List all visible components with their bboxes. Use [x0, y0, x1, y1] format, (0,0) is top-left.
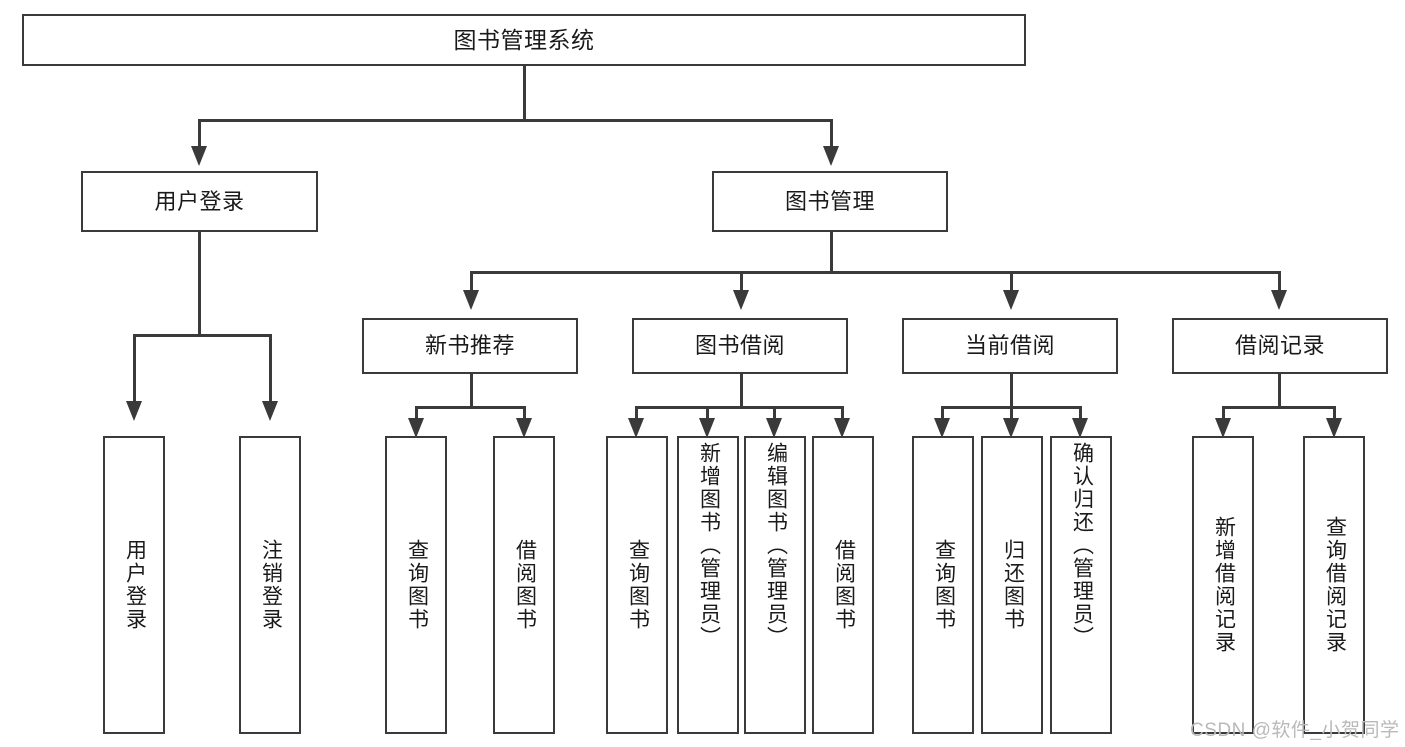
- arrow-to-leaf-query-book-2: [628, 418, 644, 438]
- node-label: 查询图书: [405, 539, 429, 631]
- connector-cb-drop-3: [1079, 406, 1082, 420]
- connector-bb-stem: [740, 374, 743, 408]
- arrow-to-leaf-query-book-1: [408, 418, 424, 438]
- arrow-to-leaf-query-book-3: [934, 418, 950, 438]
- connector-bb-drop-2: [706, 406, 709, 420]
- connector-bm-drop-4: [1278, 271, 1281, 291]
- node-label: 查询图书: [932, 539, 956, 631]
- connector-root-bus: [198, 119, 832, 122]
- leaf-logout[interactable]: 注销登录: [239, 436, 301, 734]
- connector-nbr-drop-2: [523, 406, 526, 420]
- node-current-borrow[interactable]: 当前借阅: [902, 318, 1118, 374]
- connector-br-drop-1: [1222, 406, 1225, 420]
- connector-cb-drop-1: [941, 406, 944, 420]
- leaf-query-book-3[interactable]: 查询图书: [912, 436, 974, 734]
- connector-bm-drop-3: [1010, 271, 1013, 291]
- arrow-to-current-borrow: [1003, 290, 1019, 310]
- arrow-to-leaf-user-login: [126, 401, 142, 421]
- node-label: 图书借阅: [694, 333, 785, 359]
- leaf-add-book[interactable]: 新增图书（管理员）: [677, 436, 739, 734]
- leaf-add-record[interactable]: 新增借阅记录: [1192, 436, 1254, 734]
- connector-bb-drop-4: [841, 406, 844, 420]
- arrow-to-leaf-add-record: [1215, 418, 1231, 438]
- node-label: 注销登录: [259, 539, 283, 631]
- arrow-to-book-borrow: [733, 290, 749, 310]
- node-label: 确认归还（管理员）: [1070, 442, 1094, 649]
- arrow-root-to-book-management: [823, 146, 839, 166]
- leaf-user-login[interactable]: 用户登录: [103, 436, 165, 734]
- node-root-book-management-system[interactable]: 图书管理系统: [22, 14, 1026, 66]
- leaf-confirm-return[interactable]: 确认归还（管理员）: [1050, 436, 1112, 734]
- leaf-query-record[interactable]: 查询借阅记录: [1303, 436, 1365, 734]
- node-label: 用户登录: [123, 539, 147, 631]
- arrow-to-leaf-confirm-return: [1072, 418, 1088, 438]
- connector-bm-drop-2: [740, 271, 743, 291]
- connector-br-drop-2: [1333, 406, 1336, 420]
- node-label: 图书管理系统: [453, 26, 595, 53]
- arrow-to-leaf-return-book: [1003, 418, 1019, 438]
- node-book-management[interactable]: 图书管理: [712, 171, 948, 232]
- connector-cb-drop-2: [1010, 406, 1013, 420]
- connector-user-login-drop-1: [133, 334, 136, 402]
- node-label: 借阅图书: [513, 539, 537, 631]
- node-label: 归还图书: [1001, 539, 1025, 631]
- arrow-to-leaf-add-book: [699, 418, 715, 438]
- node-label: 借阅图书: [832, 539, 856, 631]
- arrow-to-leaf-query-record: [1326, 418, 1342, 438]
- connector-bb-bus: [635, 406, 843, 409]
- leaf-edit-book[interactable]: 编辑图书（管理员）: [744, 436, 806, 734]
- arrow-to-leaf-logout: [262, 401, 278, 421]
- leaf-borrow-book-1[interactable]: 借阅图书: [493, 436, 555, 734]
- connector-root-to-book-management: [830, 119, 833, 147]
- node-label: 新书推荐: [424, 333, 515, 359]
- connector-nbr-stem: [470, 374, 473, 408]
- connector-nbr-drop-1: [415, 406, 418, 420]
- connector-root-to-user-login: [198, 119, 201, 147]
- leaf-query-book-1[interactable]: 查询图书: [385, 436, 447, 734]
- connector-user-login-bus: [133, 334, 271, 337]
- node-label: 图书管理: [784, 188, 875, 214]
- connector-root-stem: [523, 66, 526, 120]
- node-label: 当前借阅: [964, 333, 1055, 359]
- connector-cb-stem: [1010, 374, 1013, 408]
- connector-book-management-bus: [470, 271, 1280, 274]
- node-label: 借阅记录: [1234, 333, 1325, 359]
- connector-bm-drop-1: [470, 271, 473, 291]
- arrow-root-to-user-login: [191, 146, 207, 166]
- connector-br-stem: [1278, 374, 1281, 408]
- arrow-to-leaf-borrow-book-1: [516, 418, 532, 438]
- watermark-text: CSDN @软件_小贺同学: [1190, 720, 1400, 741]
- arrow-to-leaf-edit-book: [766, 418, 782, 438]
- connector-user-login-stem: [198, 232, 201, 336]
- connector-br-bus: [1222, 406, 1335, 409]
- connector-user-login-drop-2: [269, 334, 272, 402]
- leaf-query-book-2[interactable]: 查询图书: [606, 436, 668, 734]
- arrow-to-new-book-recommend: [463, 290, 479, 310]
- leaf-return-book[interactable]: 归还图书: [981, 436, 1043, 734]
- arrow-to-borrow-record: [1271, 290, 1287, 310]
- connector-nbr-bus: [415, 406, 525, 409]
- node-label: 编辑图书（管理员）: [764, 442, 788, 649]
- arrow-to-leaf-borrow-book-2: [834, 418, 850, 438]
- node-label: 用户登录: [154, 188, 245, 214]
- connector-book-management-stem: [830, 232, 833, 274]
- node-label: 新增借阅记录: [1212, 516, 1236, 654]
- node-book-borrow[interactable]: 图书借阅: [632, 318, 848, 374]
- node-user-login[interactable]: 用户登录: [81, 171, 318, 232]
- node-new-book-recommend[interactable]: 新书推荐: [362, 318, 578, 374]
- connector-bb-drop-3: [773, 406, 776, 420]
- connector-bb-drop-1: [635, 406, 638, 420]
- node-label: 查询图书: [626, 539, 650, 631]
- node-label: 新增图书（管理员）: [697, 442, 721, 649]
- node-label: 查询借阅记录: [1323, 516, 1347, 654]
- leaf-borrow-book-2[interactable]: 借阅图书: [812, 436, 874, 734]
- node-borrow-record[interactable]: 借阅记录: [1172, 318, 1388, 374]
